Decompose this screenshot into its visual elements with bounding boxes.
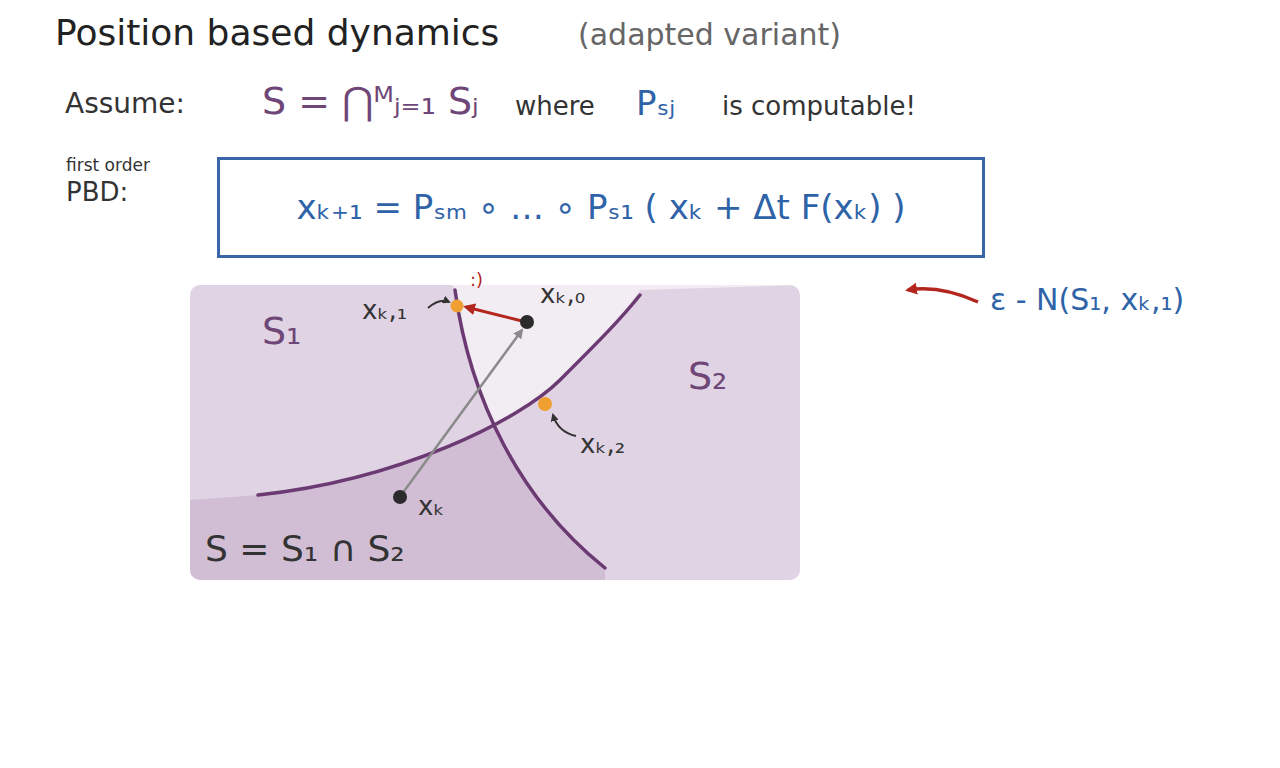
point-label: xₖ,₁	[362, 296, 407, 326]
region-frame	[190, 285, 800, 580]
method-label: PBD:	[66, 178, 128, 208]
ambient-region	[190, 285, 800, 580]
set-s2	[190, 285, 800, 580]
set-label: S₂	[688, 355, 727, 399]
point-xk2	[538, 397, 552, 411]
point-label: xₖ,₂	[580, 430, 625, 460]
method-note: first order	[66, 156, 150, 176]
assumption-label: Assume:	[65, 88, 185, 120]
point-xk1	[451, 300, 464, 313]
smiley-note: :)	[470, 270, 483, 291]
leader-line	[428, 301, 449, 308]
point-label: xₖ,₀	[540, 280, 585, 310]
leader-line	[553, 415, 576, 436]
note-text: is computable!	[722, 92, 916, 122]
subtitle-note: (adapted variant)	[578, 18, 841, 53]
formula-box: xₖ₊₁ = Pₛₘ ∘ … ∘ Pₛ₁ ( xₖ + Δt F(xₖ) )	[217, 157, 985, 258]
point-xk0	[520, 315, 534, 329]
step-arrow	[402, 330, 522, 494]
normal-cone-label: ε - N(S₁, xₖ,₁)	[990, 283, 1184, 318]
point-xk	[393, 490, 407, 504]
projection-arrow	[466, 307, 522, 321]
s2-boundary	[258, 295, 640, 495]
set-label: S₁	[262, 310, 301, 354]
title: Position based dynamics	[55, 12, 499, 53]
intersection-label: S = S₁ ∩ S₂	[205, 528, 405, 569]
set-formula: S = ⋂ᴹⱼ₌₁ Sⱼ	[262, 80, 479, 124]
pointer-arrow	[908, 289, 978, 302]
projection-symbol: Pₛⱼ	[636, 84, 675, 123]
point-label: xₖ	[418, 492, 444, 522]
s1-boundary	[455, 290, 605, 568]
note-text: where	[515, 92, 595, 122]
update-formula: xₖ₊₁ = Pₛₘ ∘ … ∘ Pₛ₁ ( xₖ + Δt F(xₖ) )	[297, 188, 906, 227]
